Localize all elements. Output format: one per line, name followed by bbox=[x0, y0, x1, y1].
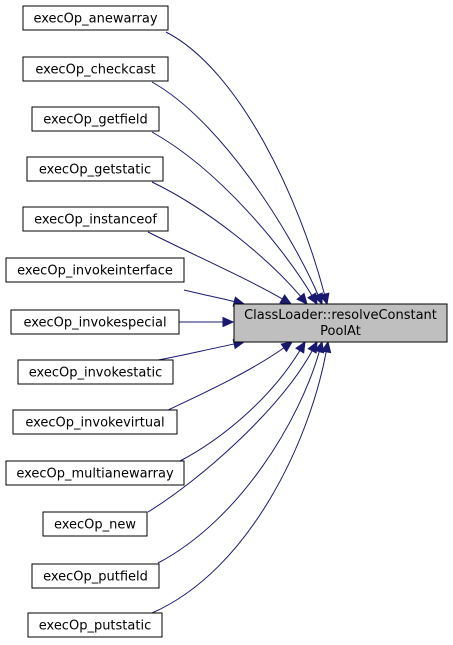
edge-execOp_checkcast bbox=[151, 81, 319, 296]
caller-node-box bbox=[5, 257, 185, 283]
arrow-head-icon bbox=[307, 292, 318, 306]
caller-node-box bbox=[26, 156, 164, 182]
arrow-head-icon bbox=[314, 340, 325, 354]
caller-node-label: execOp_new bbox=[54, 518, 136, 533]
caller-node-box bbox=[31, 106, 160, 132]
caller-node-execOp_new[interactable]: execOp_new bbox=[42, 511, 148, 537]
caller-node-box bbox=[22, 206, 169, 232]
caller-node-box bbox=[5, 460, 185, 486]
caller-node-box bbox=[22, 5, 169, 31]
caller-node-label: execOp_getfield bbox=[43, 113, 148, 128]
caller-node-execOp_checkcast[interactable]: execOp_checkcast bbox=[22, 56, 169, 82]
edge-execOp_putfield bbox=[157, 350, 321, 564]
arrow-head-icon bbox=[222, 316, 235, 328]
caller-node-execOp_putstatic[interactable]: execOp_putstatic bbox=[27, 612, 163, 638]
caller-node-execOp_getstatic[interactable]: execOp_getstatic bbox=[26, 156, 164, 182]
arrow-head-icon bbox=[280, 341, 293, 353]
edge-execOp_multianewarray bbox=[179, 349, 301, 462]
edge-execOp_anewarray bbox=[165, 31, 326, 296]
edge-execOp_invokevirtual bbox=[167, 346, 285, 411]
caller-node-label: execOp_invokestatic bbox=[29, 366, 162, 381]
target-node-label-line2: PoolAt bbox=[320, 324, 361, 339]
caller-node-box bbox=[42, 511, 148, 537]
edge-execOp_invokeinterface bbox=[183, 289, 236, 303]
edge-execOp_putstatic bbox=[151, 350, 327, 614]
edge-execOp_invokestatic bbox=[157, 343, 236, 361]
target-node-label-line1: ClassLoader::resolveConstant bbox=[244, 308, 437, 323]
caller-node-label: execOp_anewarray bbox=[33, 12, 157, 27]
caller-node-label: execOp_invokespecial bbox=[23, 316, 166, 331]
edge-execOp_new bbox=[147, 349, 314, 513]
caller-node-execOp_invokeinterface[interactable]: execOp_invokeinterface bbox=[5, 257, 185, 283]
caller-node-label: execOp_instanceof bbox=[34, 213, 157, 228]
caller-node-label: execOp_invokeinterface bbox=[17, 264, 173, 279]
edges-layer bbox=[147, 31, 332, 614]
nodes-layer: ClassLoader::resolveConstant PoolAt exec… bbox=[5, 5, 448, 638]
caller-node-label: execOp_putstatic bbox=[39, 619, 151, 634]
caller-node-label: execOp_invokevirtual bbox=[25, 416, 164, 431]
target-node-box bbox=[233, 303, 448, 343]
caller-node-box bbox=[10, 309, 180, 335]
caller-node-label: execOp_getstatic bbox=[39, 163, 151, 178]
caller-node-box bbox=[31, 563, 160, 589]
edge-execOp_getfield bbox=[151, 131, 313, 297]
arrow-head-icon bbox=[279, 294, 293, 305]
edge-execOp_getstatic bbox=[151, 181, 302, 298]
caller-node-label: execOp_putfield bbox=[43, 570, 148, 585]
caller-node-box bbox=[27, 612, 163, 638]
edge-execOp_instanceof bbox=[147, 231, 284, 300]
arrow-head-icon bbox=[320, 340, 332, 354]
target-node[interactable]: ClassLoader::resolveConstant PoolAt bbox=[233, 303, 448, 343]
caller-node-box bbox=[17, 359, 174, 385]
caller-node-execOp_multianewarray[interactable]: execOp_multianewarray bbox=[5, 460, 185, 486]
arrow-head-icon bbox=[295, 340, 306, 354]
arrow-head-icon bbox=[307, 340, 318, 354]
caller-node-box bbox=[22, 56, 169, 82]
arrow-head-icon bbox=[296, 292, 308, 305]
caller-node-execOp_anewarray[interactable]: execOp_anewarray bbox=[22, 5, 169, 31]
caller-node-label: execOp_checkcast bbox=[35, 63, 155, 78]
caller-node-execOp_invokestatic[interactable]: execOp_invokestatic bbox=[17, 359, 174, 385]
caller-node-execOp_instanceof[interactable]: execOp_instanceof bbox=[22, 206, 169, 232]
caller-node-execOp_getfield[interactable]: execOp_getfield bbox=[31, 106, 160, 132]
caller-node-execOp_invokevirtual[interactable]: execOp_invokevirtual bbox=[12, 409, 178, 435]
caller-node-label: execOp_multianewarray bbox=[16, 467, 174, 482]
caller-node-box bbox=[12, 409, 178, 435]
caller-node-execOp_invokespecial[interactable]: execOp_invokespecial bbox=[10, 309, 180, 335]
caller-node-execOp_putfield[interactable]: execOp_putfield bbox=[31, 563, 160, 589]
